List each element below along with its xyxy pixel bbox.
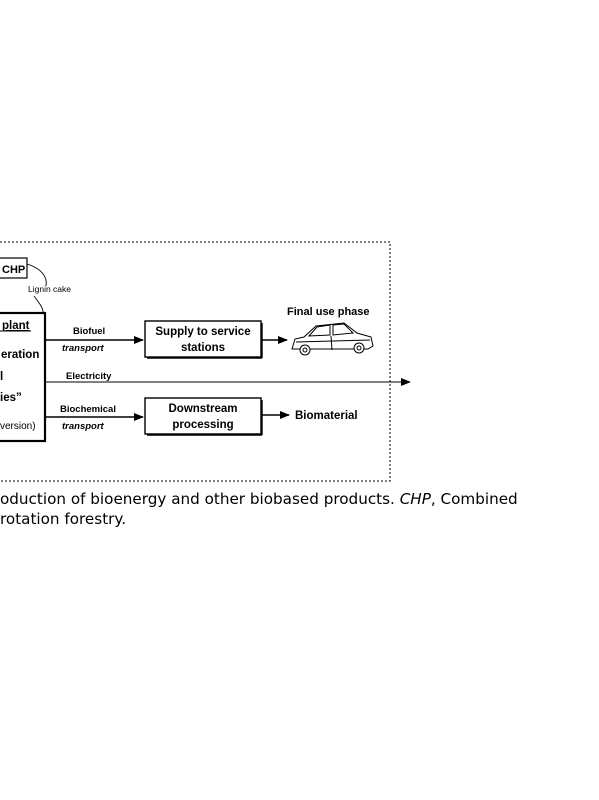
transport-label-1: transport [62, 343, 105, 354]
final-use-label: Final use phase [287, 306, 370, 318]
transport-label-2: transport [62, 421, 105, 432]
lignin-cake-arc [26, 263, 47, 287]
car-icon [291, 322, 374, 356]
supply-line-2: stations [181, 342, 225, 354]
plant-box [0, 311, 47, 443]
plant-line-1: eration [1, 349, 39, 361]
caption-line-1: oduction of bioenergy and other biobased… [0, 489, 599, 509]
chp-box [0, 257, 28, 279]
caption-line-2: rotation forestry. [0, 510, 127, 528]
figure-caption: oduction of bioenergy and other biobased… [0, 489, 599, 529]
supply-line-1: Supply to service [155, 326, 250, 338]
biofuel-label: Biofuel [73, 326, 105, 337]
plant-line-4: version) [0, 421, 36, 432]
caption-line-1-text: oduction of bioenergy and other biobased… [0, 490, 400, 508]
downstream-line-2: processing [172, 419, 233, 431]
plant-line-2: l [0, 371, 3, 383]
lignin-cake-label: Lignin cake [28, 284, 71, 294]
plant-title: plant [2, 320, 30, 332]
downstream-line-1: Downstream [168, 403, 237, 415]
supply-box [144, 320, 262, 358]
chp-label: CHP [2, 264, 25, 276]
biochemical-label: Biochemical [60, 404, 116, 415]
caption-line-1-end: , Combined [430, 490, 518, 508]
plant-line-3: ies” [0, 392, 22, 404]
downstream-box [144, 397, 262, 435]
system-boundary [0, 241, 391, 482]
biomaterial-label: Biomaterial [295, 410, 358, 422]
lignin-cake-arc-lower [33, 295, 44, 315]
electricity-label: Electricity [66, 371, 112, 382]
caption-chp-abbr: CHP [399, 490, 431, 508]
